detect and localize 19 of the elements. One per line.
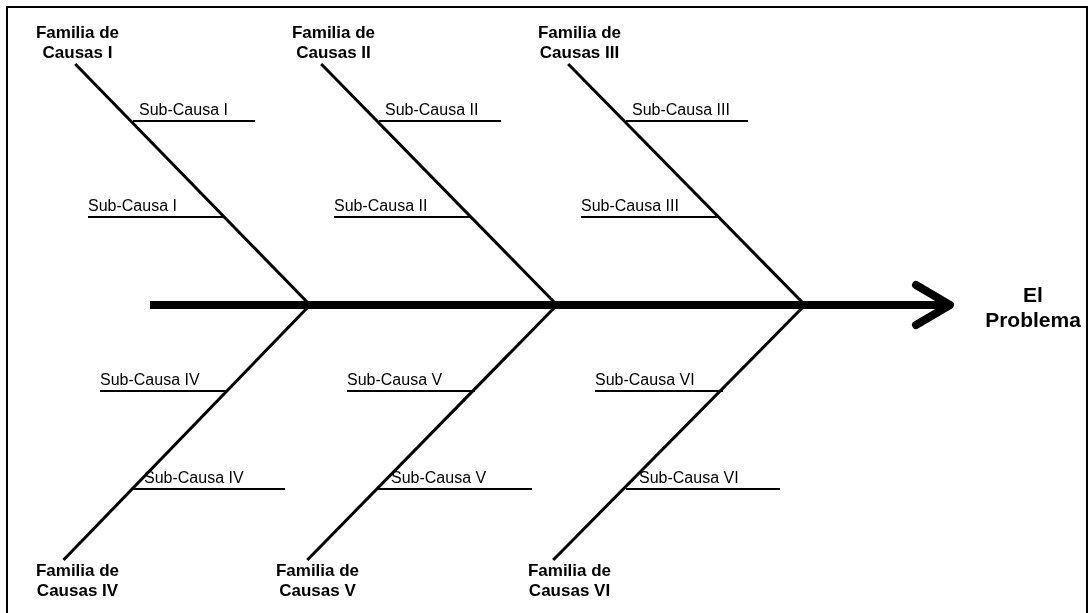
sub-cause-label: Sub-Causa III (581, 196, 718, 218)
sub-cause-label: Sub-Causa I (133, 100, 255, 122)
sub-cause-label: Sub-Causa I (88, 196, 225, 218)
sub-cause-label: Sub-Causa IV (100, 370, 228, 392)
category-label: Familia de Causas IV (34, 561, 121, 601)
sub-cause-label: Sub-Causa IV (131, 468, 285, 490)
sub-cause-label: Sub-Causa VI (595, 370, 723, 392)
category-label: Familia de Causas I (34, 23, 121, 63)
sub-cause-label: Sub-Causa V (378, 468, 532, 490)
sub-cause-label: Sub-Causa II (379, 100, 501, 122)
sub-cause-label: Sub-Causa VI (626, 468, 780, 490)
category-label: Familia de Causas V (274, 561, 361, 601)
sub-cause-label: Sub-Causa III (626, 100, 748, 122)
category-label: Familia de Causas II (290, 23, 377, 63)
category-label: Familia de Causas III (536, 23, 623, 63)
sub-cause-label: Sub-Causa V (347, 370, 475, 392)
sub-cause-label: Sub-Causa II (334, 196, 471, 218)
effect-label: El Problema (984, 282, 1082, 332)
category-label: Familia de Causas VI (526, 561, 613, 601)
